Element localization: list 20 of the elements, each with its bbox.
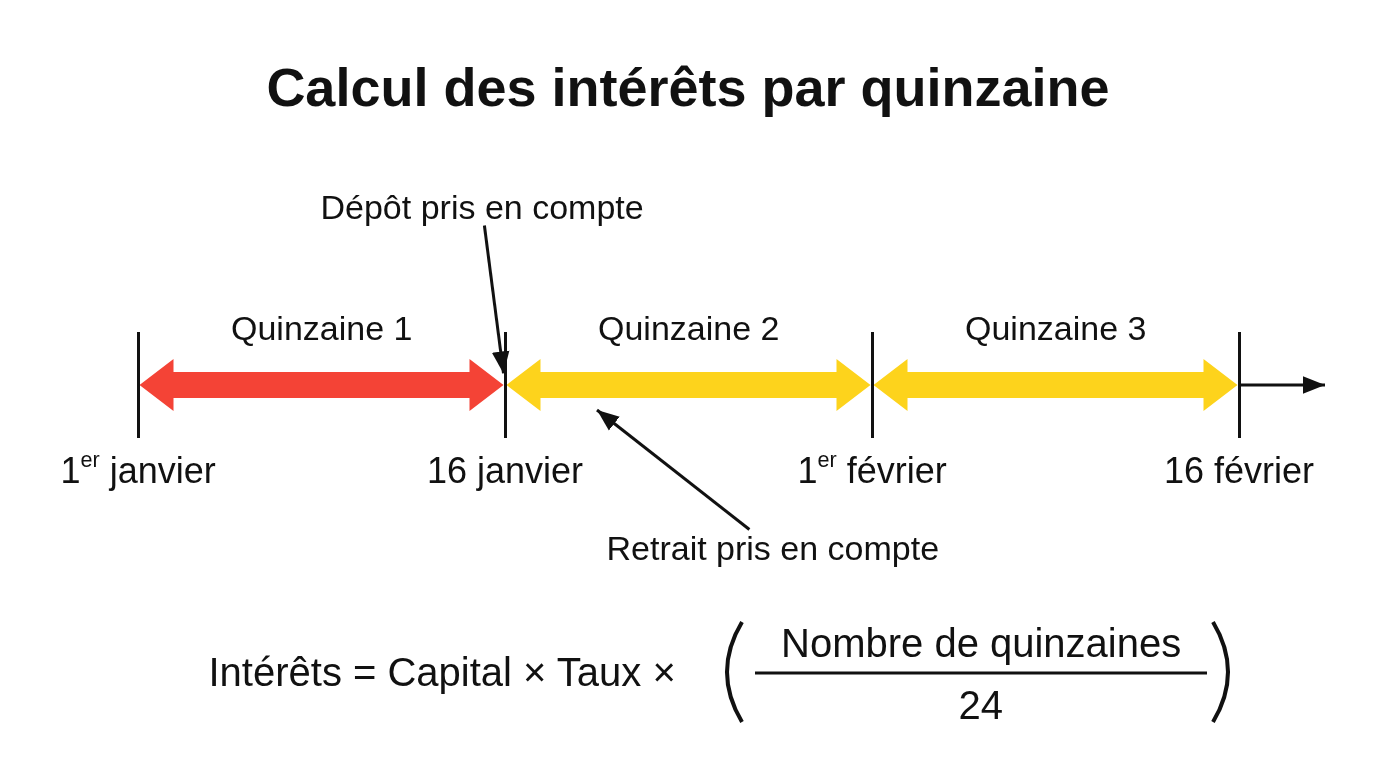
leader-arrow — [482, 225, 510, 374]
date-label: 1$^{er}$ février — [797, 451, 947, 491]
date-label: 16 février — [1164, 451, 1315, 491]
period-arrow — [873, 359, 1238, 411]
fraction-denominator: 24 — [958, 683, 1003, 727]
tick-mark — [1237, 332, 1241, 438]
tick-mark — [136, 332, 140, 438]
formula-text: Intérêts = Capital × Taux × — [208, 650, 676, 694]
tick-mark — [503, 332, 507, 438]
date-label: 16 janvier — [427, 451, 584, 491]
leader-arrow — [596, 408, 751, 531]
tick-mark — [870, 332, 874, 438]
timeline-arrow — [1240, 376, 1325, 394]
date-label: 1$^{er}$ janvier — [60, 451, 216, 491]
annotation-text: Dépôt pris en compte — [320, 188, 644, 226]
period-arrow — [139, 359, 504, 411]
period-arrow — [506, 359, 871, 411]
annotation-text: Retrait pris en compte — [606, 529, 940, 567]
fraction-numerator: Nombre de quinzaines — [781, 621, 1182, 665]
title: Calcul des intérêts par quinzaine — [265, 58, 1111, 118]
